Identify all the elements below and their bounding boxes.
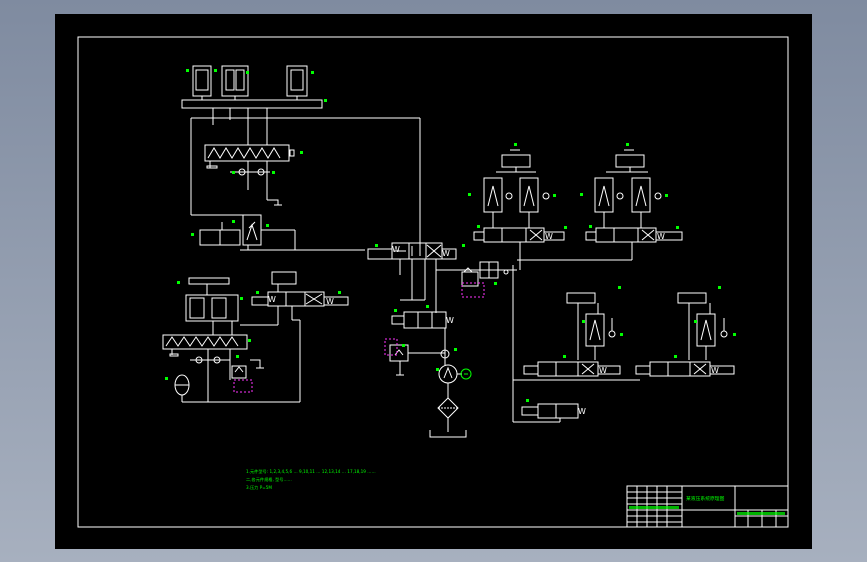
svg-text:W: W: [545, 232, 553, 241]
right-lower-assembly-1: W: [523, 286, 623, 377]
svg-text:W: W: [442, 249, 450, 258]
notes-line-3: 3.压力 P=5M: [246, 484, 272, 491]
svg-text:W: W: [599, 366, 607, 375]
central-valve-group: W W W: [367, 242, 517, 438]
right-top-assembly-1: W: [468, 143, 567, 270]
svg-text:W: W: [392, 245, 400, 254]
top-cylinder-group: [181, 65, 421, 251]
notes-line-2: 二,各元件规格, 型号……: [246, 476, 292, 483]
right-bottom-valve: W: [513, 379, 640, 423]
svg-text:W: W: [326, 297, 334, 306]
drawing-title: 某液压系统原理图: [686, 495, 725, 502]
svg-text:W: W: [657, 232, 665, 241]
proportional-valve-top: [204, 144, 290, 162]
paper-background: [55, 14, 812, 549]
svg-text:W: W: [446, 316, 454, 325]
svg-text:W: W: [578, 407, 586, 416]
svg-text:W: W: [268, 295, 276, 304]
cylinder-beam: [181, 99, 323, 109]
notes-line-1: 1.元件型号: 1,2,3,4,5,6 … 9,10,11 … 12,13,14…: [246, 468, 376, 475]
title-block: 某液压系统原理图: [626, 485, 789, 528]
lower-left-circuit: W W: [162, 271, 349, 403]
oil-tank: [429, 430, 467, 438]
right-top-assembly-2: W: [517, 143, 683, 261]
svg-text:W: W: [711, 366, 719, 375]
proportional-valve-bottom: [162, 334, 248, 350]
right-lower-assembly-2: W: [635, 286, 736, 377]
drawing-border: [77, 36, 789, 528]
technical-notes: 1.元件型号: 1,2,3,4,5,6 … 9,10,11 … 12,13,14…: [246, 468, 376, 491]
